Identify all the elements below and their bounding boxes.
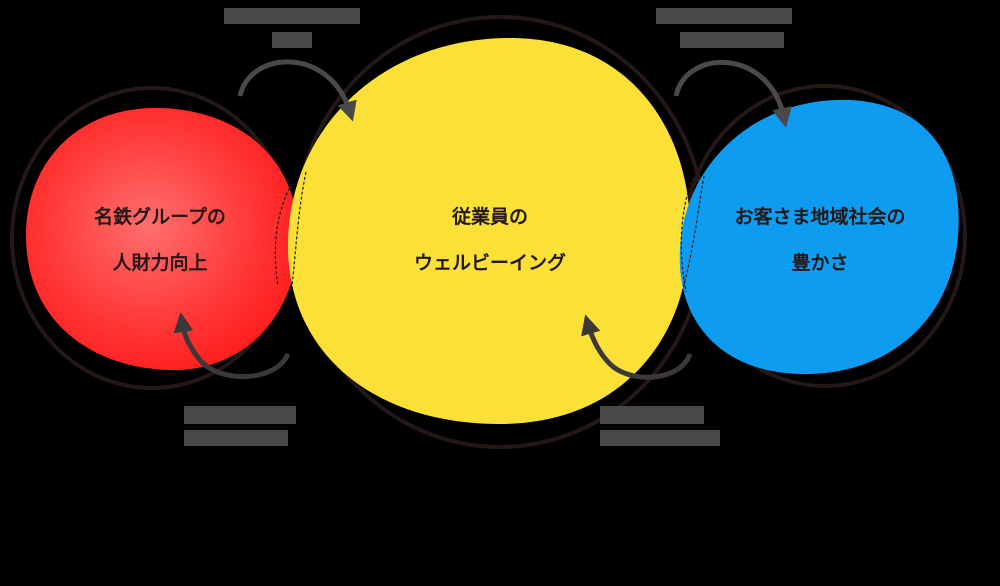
obscured-label-top-left [224,8,360,24]
obscured-label-bottom-right [600,406,704,424]
node-wellbeing-line2: ウェルビーイング [413,252,566,274]
overlap-dash-right [679,175,705,301]
arrow-wellbeing-to-talent [173,312,291,380]
node-customers-line2: 豊かさ [791,252,849,274]
blob-talent [26,107,299,371]
obscured-label-top-left-line2 [272,32,312,48]
node-customers-line1: お客さま地域社会の [734,206,906,228]
node-wellbeing-line1: 従業員の [451,206,528,228]
arrow-wellbeing-to-customers [673,59,792,128]
blob-customers [679,99,959,375]
arrow-customers-to-wellbeing [581,314,693,380]
obscured-label-top-right-line2 [680,32,784,48]
overlap-dash-left [274,171,307,287]
obscured-label-bottom-right-line2 [600,430,720,446]
node-talent-line2: 人財力向上 [112,252,208,274]
node-talent-line1: 名鉄グループの [94,206,226,228]
node-label-talent: 名鉄グループの 人財力向上 [50,194,270,286]
node-label-customers: お客さま地域社会の 豊かさ [700,194,940,286]
node-label-wellbeing: 従業員の ウェルビーイング [380,194,600,286]
obscured-label-top-right [656,8,792,24]
obscured-label-bottom-left-line2 [184,430,288,446]
obscured-label-bottom-left [184,406,296,424]
arrow-talent-to-wellbeing [237,59,357,122]
